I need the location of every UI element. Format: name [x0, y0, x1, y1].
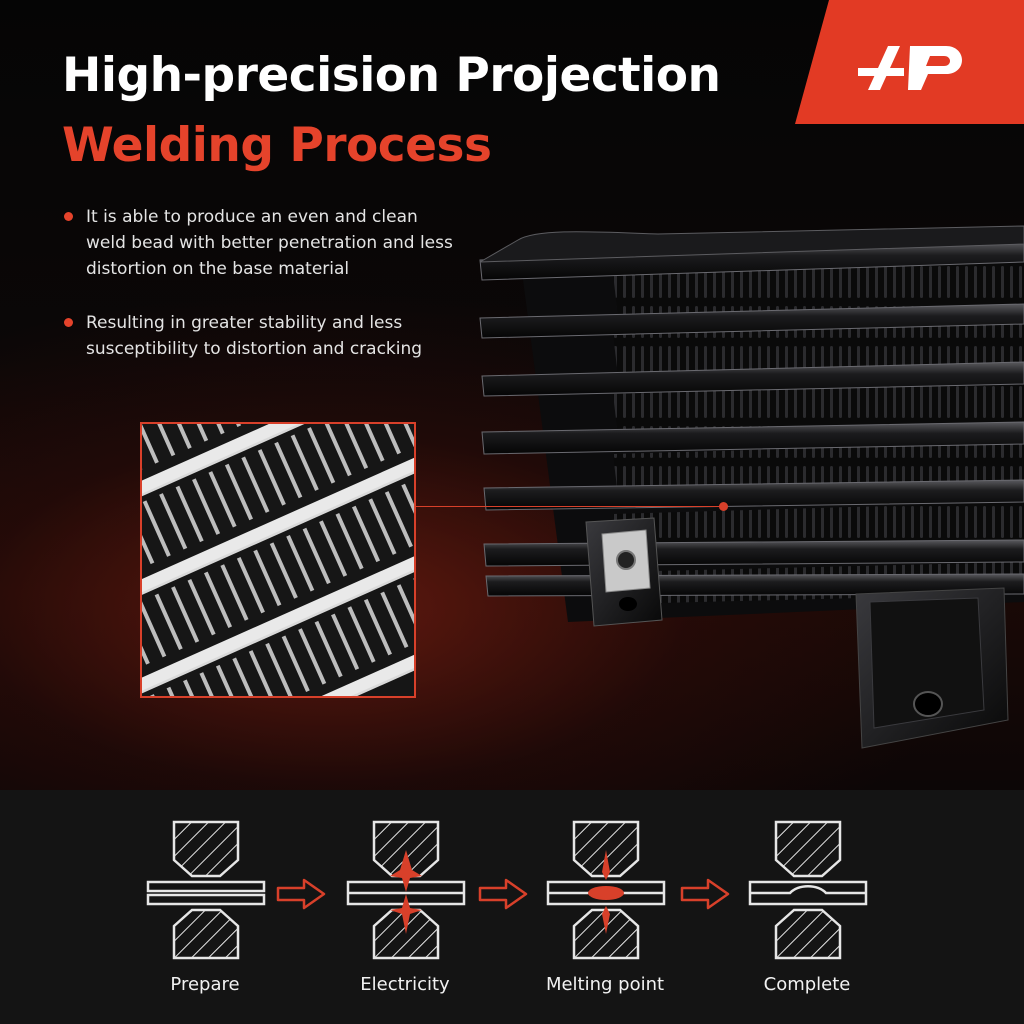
- callout-dot-icon: [719, 502, 728, 511]
- callout-leader-line: [416, 506, 724, 507]
- step-label-prepare: Prepare: [170, 974, 240, 995]
- weld-nugget-icon: [588, 850, 624, 934]
- oil-cooler-product-image: [479, 225, 1024, 749]
- page-subtitle: Welding Process: [62, 118, 492, 173]
- arrow-right-icon: [276, 878, 326, 910]
- hero-section: High-precision Projection Welding Proces…: [0, 0, 1024, 790]
- spark-icon: [390, 850, 422, 934]
- bullet-dot-icon: [64, 318, 73, 327]
- step-complete-diagram: [748, 820, 868, 960]
- step-label-melting-point: Melting point: [545, 974, 665, 995]
- weld-detail-zoom: [140, 422, 416, 698]
- bullet-dot-icon: [64, 212, 73, 221]
- page-title: High-precision Projection: [62, 48, 721, 103]
- a-premium-logo-icon: [858, 46, 963, 90]
- arrow-right-icon: [680, 878, 730, 910]
- step-prepare-diagram: [146, 820, 266, 960]
- step-melting-point-diagram: [546, 820, 666, 960]
- feature-text: It is able to produce an even and clean …: [86, 207, 453, 279]
- feature-list: It is able to produce an even and clean …: [62, 204, 462, 390]
- feature-item: Resulting in greater stability and less …: [62, 310, 462, 362]
- feature-text: Resulting in greater stability and less …: [86, 313, 423, 359]
- arrow-right-icon: [478, 878, 528, 910]
- step-label-electricity: Electricity: [360, 974, 450, 995]
- step-label-complete: Complete: [763, 974, 851, 995]
- step-electricity-diagram: [346, 820, 466, 960]
- process-band: [0, 790, 1024, 1024]
- feature-item: It is able to produce an even and clean …: [62, 204, 462, 282]
